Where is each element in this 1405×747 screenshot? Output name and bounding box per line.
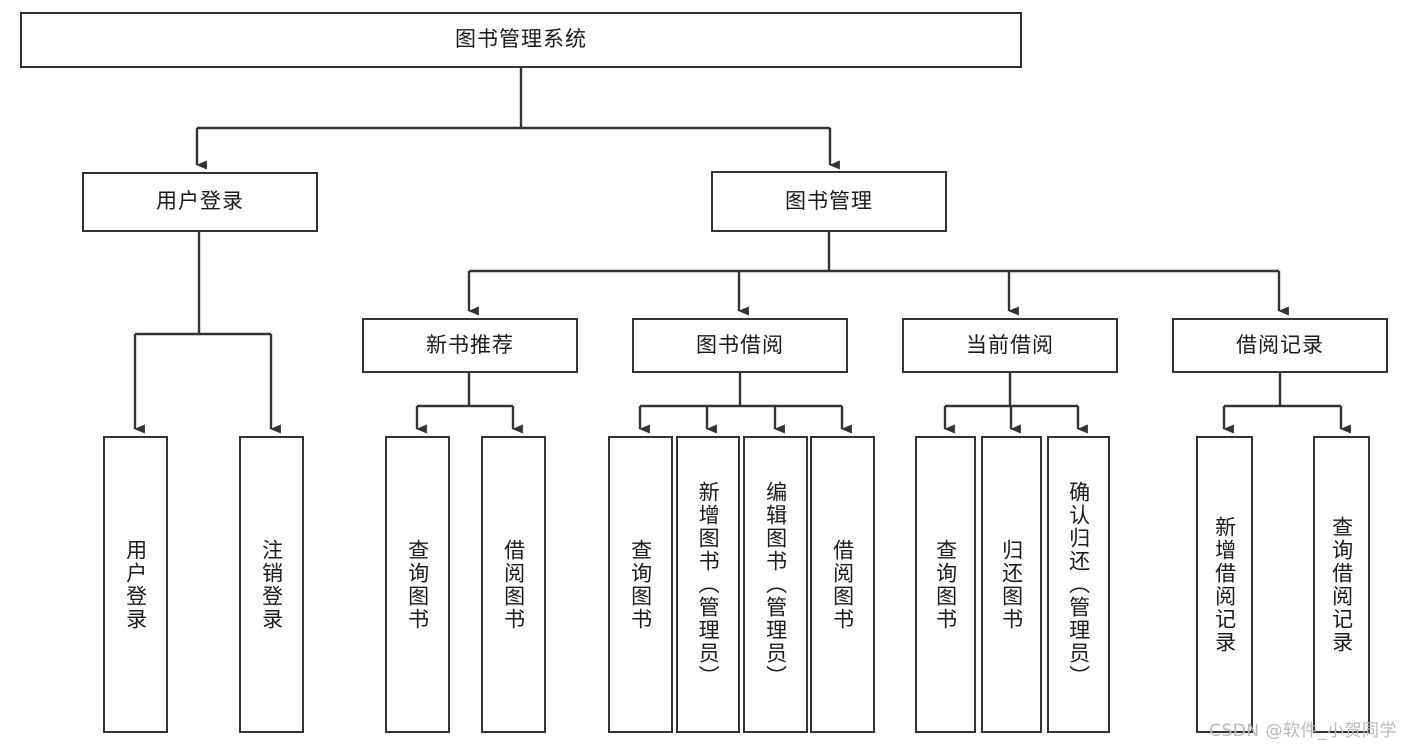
node-leaf-add-borrow-record[interactable]: 新增借阅记录	[1196, 436, 1253, 733]
node-leaf-edit-book-admin[interactable]: 编辑图书（管理员）	[743, 436, 808, 733]
node-label: 新书推荐	[426, 332, 514, 357]
node-root-book-management-system[interactable]: 图书管理系统	[20, 12, 1022, 68]
node-leaf-borrow-book-recommend[interactable]: 借阅图书	[481, 436, 546, 733]
node-label: 查询图书	[405, 538, 430, 631]
node-label: 借阅图书	[501, 538, 526, 631]
node-label: 当前借阅	[966, 332, 1054, 357]
node-borrow-record[interactable]: 借阅记录	[1172, 318, 1388, 373]
node-current-borrow[interactable]: 当前借阅	[902, 318, 1118, 373]
node-leaf-return-book[interactable]: 归还图书	[981, 436, 1042, 733]
node-label: 图书借阅	[696, 332, 784, 357]
node-leaf-query-book-current[interactable]: 查询图书	[915, 436, 976, 733]
node-label: 注销登录	[259, 538, 284, 631]
node-label: 新增图书（管理员）	[696, 481, 721, 688]
node-label: 新增借阅记录	[1212, 515, 1237, 654]
node-new-book-recommend[interactable]: 新书推荐	[362, 318, 578, 373]
node-leaf-query-book-recommend[interactable]: 查询图书	[385, 436, 450, 733]
node-label: 借阅图书	[830, 538, 855, 631]
node-leaf-borrow-book[interactable]: 借阅图书	[810, 436, 875, 733]
node-label: 用户登录	[123, 538, 148, 631]
node-label: 归还图书	[999, 538, 1024, 631]
node-leaf-logout[interactable]: 注销登录	[239, 436, 304, 733]
node-label: 查询图书	[933, 538, 958, 631]
node-label: 借阅记录	[1236, 332, 1324, 357]
node-leaf-add-book-admin[interactable]: 新增图书（管理员）	[676, 436, 740, 733]
node-label: 编辑图书（管理员）	[763, 481, 788, 688]
node-label: 图书管理系统	[455, 27, 587, 52]
node-label: 查询图书	[628, 538, 653, 631]
node-label: 确认归还（管理员）	[1066, 481, 1091, 688]
node-leaf-confirm-return-admin[interactable]: 确认归还（管理员）	[1047, 436, 1110, 733]
node-book-borrow[interactable]: 图书借阅	[632, 318, 848, 373]
node-leaf-query-borrow-record[interactable]: 查询借阅记录	[1313, 436, 1370, 733]
node-label: 用户登录	[156, 189, 244, 214]
node-user-login[interactable]: 用户登录	[82, 172, 318, 232]
watermark: CSDN @软件_小贺同学	[1209, 721, 1397, 741]
node-leaf-query-book-borrow[interactable]: 查询图书	[608, 436, 673, 733]
node-book-management[interactable]: 图书管理	[711, 171, 947, 232]
node-leaf-user-login[interactable]: 用户登录	[103, 436, 168, 733]
node-label: 查询借阅记录	[1329, 515, 1354, 654]
node-label: 图书管理	[785, 188, 873, 213]
